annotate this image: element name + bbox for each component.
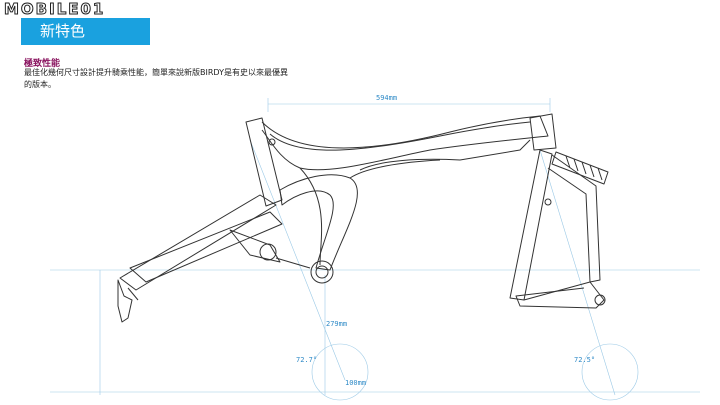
frame-outline [117,113,609,323]
title-banner [21,18,150,45]
front-wheel-reference [311,343,369,401]
rear-wheel-reference [581,343,639,401]
right-angle-label: 72.5° [574,356,595,364]
length-dimension-label: 594mm [376,94,397,102]
section-description: 最佳化幾何尺寸設計提升騎乘性能，簡單來說新版BIRDY是有史以來最優異的版本。 [24,68,289,89]
construction-lines [50,98,700,401]
page-title: 新特色 [40,22,86,40]
brand-logo[interactable]: MOBILE01 [3,0,106,19]
section-heading: 極致性能 [24,59,61,69]
height-dimension-label: 279mm [326,320,347,328]
wheel-dimension-label: 100mm [345,379,366,387]
left-angle-label: 72.7° [296,356,317,364]
logo-text: MOBILE01 [3,0,106,19]
